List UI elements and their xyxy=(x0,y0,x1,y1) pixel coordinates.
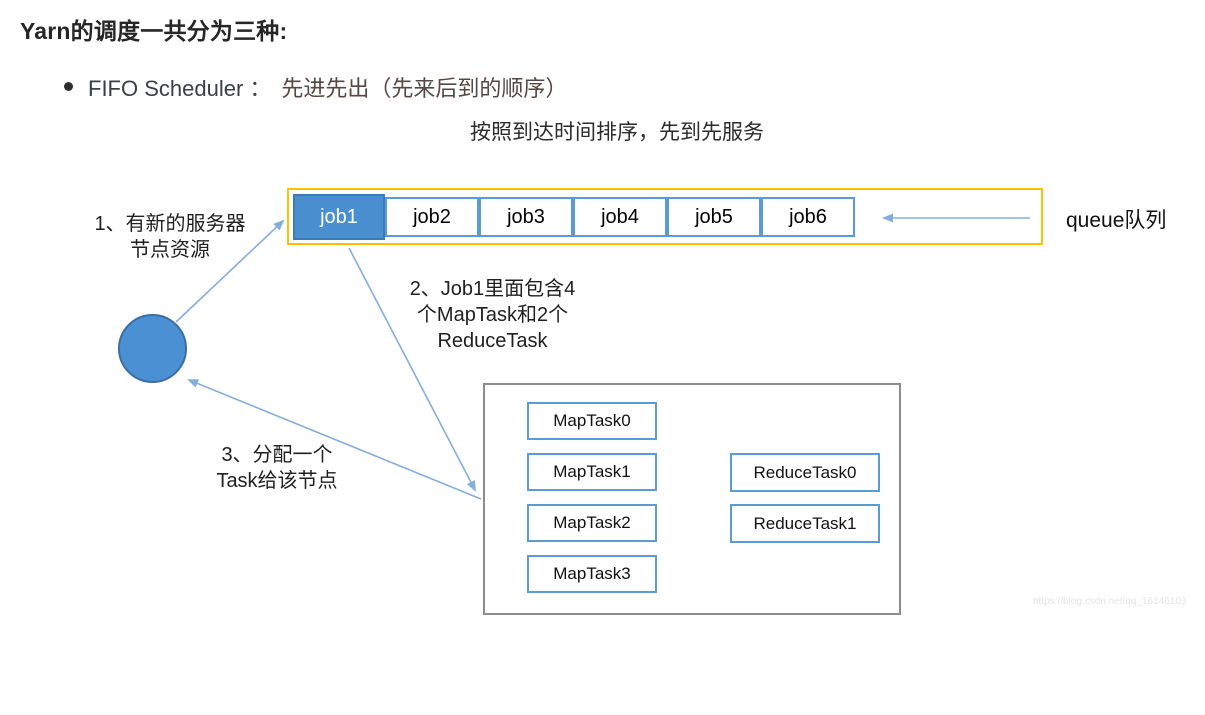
note-line: Task给该节点 xyxy=(216,470,338,492)
map-task-cell: MapTask1 xyxy=(527,453,657,491)
job-cell: job3 xyxy=(479,197,573,237)
note-line: 节点资源 xyxy=(130,239,210,261)
watermark-text: https://blog.csdn.net/qq_16146103 xyxy=(1033,596,1187,607)
bullet-label: FIFO Scheduler ： xyxy=(88,76,272,101)
bullet-icon xyxy=(64,82,73,91)
map-task-cell: MapTask2 xyxy=(527,504,657,542)
reduce-task-cell: ReduceTask0 xyxy=(730,453,880,492)
server-node-circle xyxy=(118,314,187,383)
job-cell: job4 xyxy=(573,197,667,237)
note-line: ReduceTask xyxy=(437,330,548,352)
job-cell-selected: job1 xyxy=(293,194,385,240)
note-line: 3、分配一个 xyxy=(221,444,333,466)
note-assign-task: 3、分配一个 Task给该节点 xyxy=(182,442,372,494)
job-cell: job6 xyxy=(761,197,855,237)
note-job1-contents: 2、Job1里面包含4 个MapTask和2个 ReduceTask xyxy=(385,276,600,354)
fifo-scheduler-bullet: FIFO Scheduler ： 先进先出（先来后到的顺序） xyxy=(88,71,567,103)
note-line: 1、有新的服务器 xyxy=(94,213,246,235)
queue-label: queue队列 xyxy=(1066,209,1167,232)
map-task-cell: MapTask3 xyxy=(527,555,657,593)
bullet-highlight: 先进先出（先来后到的顺序） xyxy=(281,76,568,101)
note-line: 个MapTask和2个 xyxy=(416,304,569,326)
map-task-cell: MapTask0 xyxy=(527,402,657,440)
job-cell: job2 xyxy=(385,197,479,237)
page-title: Yarn的调度一共分为三种: xyxy=(20,18,288,44)
note-new-server-node: 1、有新的服务器 节点资源 xyxy=(70,211,270,263)
job-cell: job5 xyxy=(667,197,761,237)
note-line: 2、Job1里面包含4 xyxy=(409,278,576,300)
reduce-task-cell: ReduceTask1 xyxy=(730,504,880,543)
fifo-caption: 按照到达时间排序，先到先服务 xyxy=(470,121,764,144)
